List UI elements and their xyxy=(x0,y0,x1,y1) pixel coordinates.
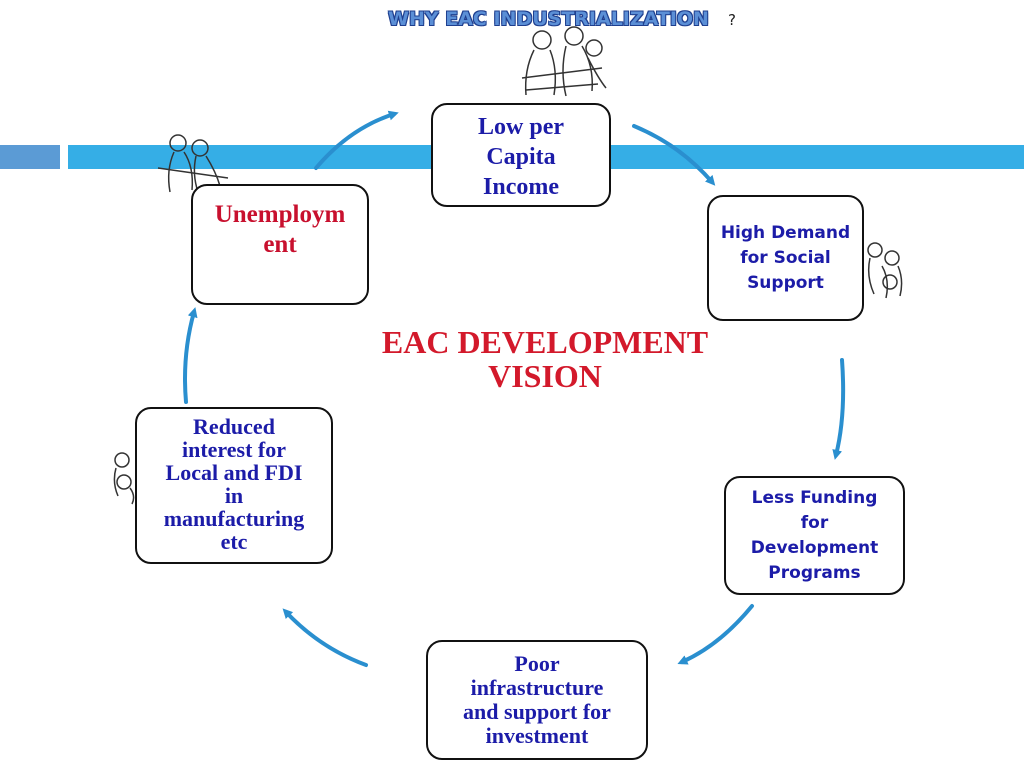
box-line: for Social xyxy=(740,248,831,268)
title-question-mark: ? xyxy=(728,11,736,29)
sketch-figures-mid-left-icon xyxy=(113,452,135,505)
box-line: interest for xyxy=(181,437,287,462)
box-line: ent xyxy=(263,231,297,258)
box-line: in xyxy=(224,483,244,508)
box-line: and support for xyxy=(463,699,611,724)
box-poor-infrastructure: Poor infrastructure and support for inve… xyxy=(426,640,648,760)
box-line: infrastructure xyxy=(470,675,604,700)
box-line: Poor xyxy=(514,651,560,676)
center-title-line-1: EAC DEVELOPMENT xyxy=(381,324,709,360)
arrow-top-left xyxy=(314,110,399,170)
box-line: manufacturing xyxy=(163,506,305,531)
box-line: Reduced xyxy=(193,414,275,439)
box-unemployment: Unemploym ent xyxy=(191,184,369,305)
sketch-figures-right-icon xyxy=(867,242,903,299)
center-vision-title: EAC DEVELOPMENT VISION xyxy=(330,325,760,393)
box-line: Low per xyxy=(478,114,564,140)
box-line: investment xyxy=(485,723,589,748)
sketch-figures-left-icon xyxy=(157,134,229,193)
header-band-left xyxy=(0,145,60,169)
box-line: Development xyxy=(750,538,879,558)
box-line: Capita xyxy=(486,144,556,170)
slide-title: WHY EAC INDUSTRIALIZATION xyxy=(388,8,709,30)
box-less-funding-development: Less Funding for Development Programs xyxy=(724,476,905,595)
box-line: Local and FDI xyxy=(165,460,303,485)
arrow-left-up xyxy=(183,307,198,404)
box-low-per-capita-income: Low per Capita Income xyxy=(431,103,611,207)
arrow-top-right xyxy=(632,124,716,186)
box-line: Less Funding xyxy=(751,488,878,508)
arrow-right-down xyxy=(832,358,846,460)
arrow-bottom-left xyxy=(282,608,368,667)
box-high-demand-social-support: High Demand for Social Support xyxy=(707,195,864,321)
box-line: for xyxy=(800,513,829,533)
box-reduced-interest-fdi: Reduced interest for Local and FDI in ma… xyxy=(135,407,333,564)
box-line: Unemploym xyxy=(214,201,346,228)
box-line: Support xyxy=(747,273,824,293)
sketch-figures-top-icon xyxy=(521,26,607,97)
box-line: Programs xyxy=(768,563,861,583)
box-line: Income xyxy=(483,174,559,200)
box-line: etc xyxy=(220,529,248,554)
box-line: High Demand xyxy=(720,223,851,243)
center-title-line-2: VISION xyxy=(488,358,602,394)
arrow-bottom-right xyxy=(677,604,754,665)
